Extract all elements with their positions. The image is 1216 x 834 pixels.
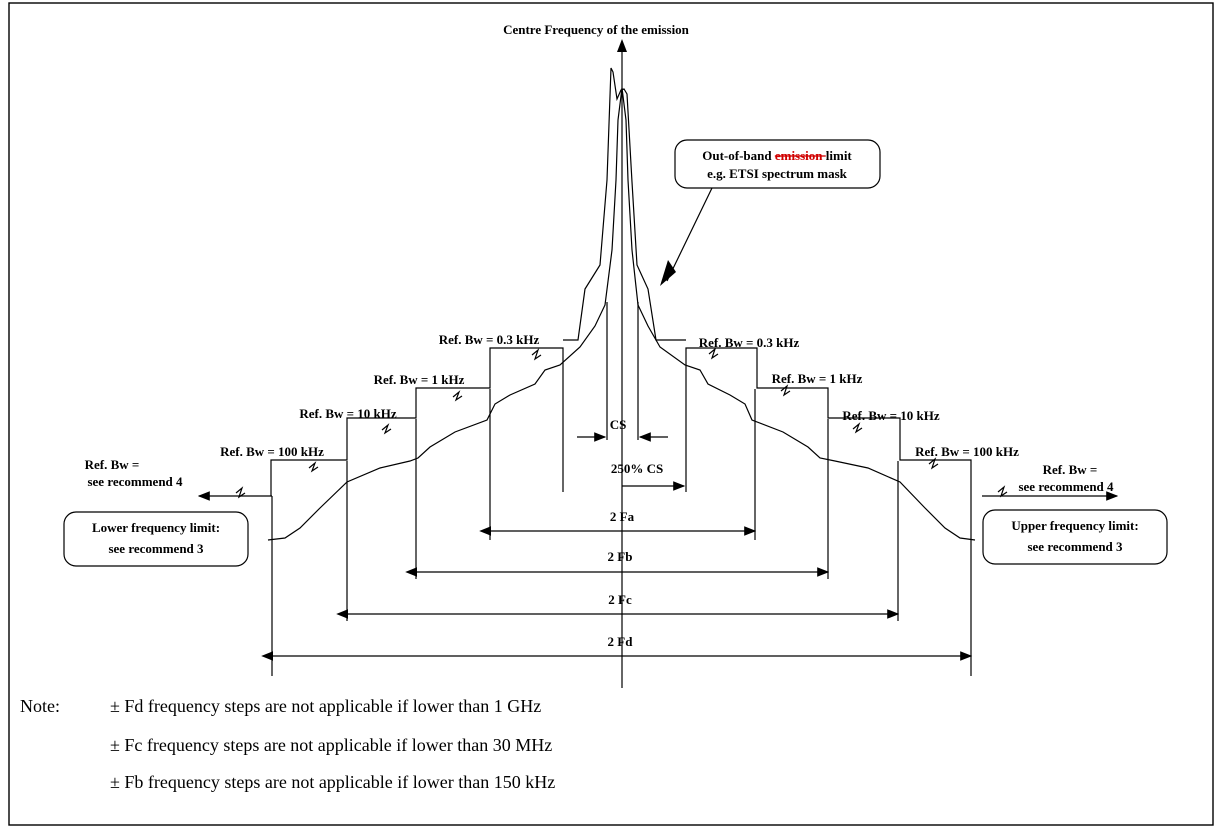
break-mark-right-100 bbox=[928, 457, 939, 470]
span-2fd-label: 2 Fd bbox=[608, 634, 634, 649]
left-ref-line2: see recommend 4 bbox=[87, 474, 183, 489]
break-mark-left-10 bbox=[381, 423, 392, 435]
callout-arrow-line bbox=[666, 187, 713, 282]
right-ref-line2: see recommend 4 bbox=[1018, 479, 1114, 494]
break-mark-left-1 bbox=[452, 390, 463, 402]
left-ref-bw-10: Ref. Bw = 10 kHz bbox=[299, 406, 397, 421]
span-2fc-label: 2 Fc bbox=[608, 592, 632, 607]
span-2fa-label: 2 Fa bbox=[610, 509, 635, 524]
diagram-frame bbox=[8, 2, 1214, 826]
callout-arrowhead bbox=[660, 260, 676, 286]
break-mark-right-1 bbox=[780, 384, 791, 397]
spectrum-curve bbox=[267, 87, 976, 541]
break-mark-left-03 bbox=[531, 348, 542, 361]
lower-frequency-limit-box bbox=[63, 511, 249, 567]
cs250-label: 250% CS bbox=[611, 461, 663, 476]
upper-frequency-limit-line2: see recommend 3 bbox=[1027, 539, 1123, 554]
upper-frequency-limit-line1: Upper frequency limit: bbox=[1011, 518, 1138, 533]
out-of-band-callout-line2: e.g. ETSI spectrum mask bbox=[707, 166, 848, 181]
upper-frequency-limit-box bbox=[982, 509, 1168, 565]
out-of-band-callout-line1: Out-of-band emission limit bbox=[702, 148, 852, 163]
right-ref-bw-10: Ref. Bw = 10 kHz bbox=[842, 408, 940, 423]
center-axis-arrowhead bbox=[617, 39, 627, 52]
break-mark-left-ref bbox=[235, 486, 246, 499]
spectrum-mask-upper bbox=[563, 67, 686, 341]
right-ref-line1: Ref. Bw = bbox=[1043, 462, 1098, 477]
note-line-2: ± Fc frequency steps are not applicable … bbox=[110, 735, 552, 755]
right-ref-bw-1: Ref. Bw = 1 kHz bbox=[772, 371, 863, 386]
break-mark-right-10 bbox=[852, 422, 863, 434]
lower-frequency-limit-line2: see recommend 3 bbox=[108, 541, 204, 556]
note-label: Note: bbox=[20, 696, 60, 716]
break-mark-right-ref bbox=[997, 485, 1008, 498]
left-ref-bw-1: Ref. Bw = 1 kHz bbox=[374, 372, 465, 387]
left-ref-bw-100: Ref. Bw = 100 kHz bbox=[220, 444, 324, 459]
right-ref-bw-100: Ref. Bw = 100 kHz bbox=[915, 444, 1019, 459]
right-ref-bw-03: Ref. Bw = 0.3 kHz bbox=[699, 335, 800, 350]
span-2fb-label: 2 Fb bbox=[608, 549, 633, 564]
left-ref-bw-03: Ref. Bw = 0.3 kHz bbox=[439, 332, 540, 347]
break-mark-left-100 bbox=[308, 461, 319, 473]
left-ref-line1: Ref. Bw = bbox=[85, 457, 140, 472]
right-ref-bandwidth-steps bbox=[685, 347, 972, 496]
diagram-title: Centre Frequency of the emission bbox=[503, 22, 690, 37]
out-of-band-callout-box bbox=[674, 139, 881, 189]
left-ref-bandwidth-steps bbox=[270, 347, 564, 496]
cs-label: CS bbox=[610, 417, 627, 432]
lower-frequency-limit-line1: Lower frequency limit: bbox=[92, 520, 220, 535]
break-mark-right-03 bbox=[708, 347, 719, 360]
note-line-3: ± Fb frequency steps are not applicable … bbox=[110, 772, 555, 792]
note-line-1: ± Fd frequency steps are not applicable … bbox=[110, 696, 541, 716]
